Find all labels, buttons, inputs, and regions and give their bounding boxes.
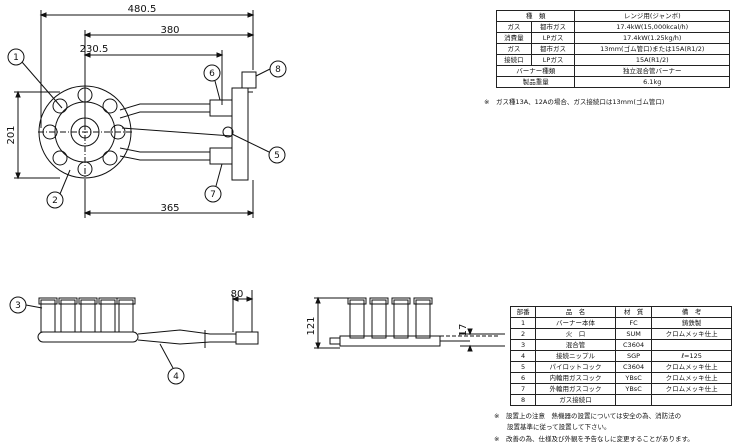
part-remarks [651,394,732,406]
part-no: 3 [509,339,537,351]
part-no: 8 [509,394,537,406]
spec-header-type: 種 類 [495,10,576,22]
part-name: 内輪用ガスコック [535,372,616,384]
dim-side-length: 80 [231,289,244,300]
spec-weight-label: 製品重量 [495,76,576,88]
part-material [614,394,653,406]
dim-height: 201 [6,125,17,144]
table-row: 5 パイロットコック C3604 クロムメッキ仕上 [509,361,732,373]
part-remarks: クロムメッキ仕上 [651,328,732,340]
balloon-8: 8 [275,65,281,75]
part-remarks: ℓ=125 [651,350,732,362]
part-name: 混合管 [535,339,616,351]
table-row: 2 火 口 SUM クロムメッキ仕上 [509,328,732,340]
spec-weight: 6.1kg [574,76,730,88]
part-remarks: 鋳鉄製 [651,317,732,329]
balloon-5: 5 [274,151,280,161]
parts-header-remarks: 備 考 [651,306,732,318]
part-name: 接続ニップル [535,350,616,362]
balloon-3: 3 [15,301,21,311]
note-installation-2: 設置基準に従って設置して下さい。 [494,423,611,431]
part-no: 1 [509,317,537,329]
part-name: ガス接続口 [535,394,616,406]
spec-sub: LPガス [530,54,576,66]
note-change: ※ 改善の為、仕様及び外観を予告なしに変更することがあります。 [494,435,694,443]
spec-value: 15A(R1/2) [574,54,730,66]
part-material: C3604 [614,361,653,373]
parts-header-material: 材 質 [614,306,653,318]
spec-sub: 都市ガス [530,21,576,33]
part-material: SUM [614,328,653,340]
spec-value: 13mm(ゴム管口)または15A(R1/2) [574,43,730,55]
part-no: 2 [509,328,537,340]
note-installation-1: ※ 設置上の注意 熱機器の設置については安全の為、消防法の [494,412,682,420]
spec-table: 種 類 レンジ用(ジャンボ) ガス 都市ガス 17.4kW(15,000kcal… [495,10,730,88]
side-view: 121 17 [306,296,505,352]
spec-header-value: レンジ用(ジャンボ) [574,10,730,22]
parts-header-no: 部番 [509,306,537,318]
part-material: YBsC [614,372,653,384]
balloon-6: 6 [209,69,215,79]
table-row: 4 接続ニップル SGP ℓ=125 [509,350,732,362]
parts-header-row: 部番 品 名 材 質 備 考 [509,306,732,318]
table-row: 6 内輪用ガスコック YBsC クロムメッキ仕上 [509,372,732,384]
part-name: 火 口 [535,328,616,340]
dim-side-height: 121 [306,316,317,335]
balloon-4: 4 [173,372,179,382]
spec-value: 17.4kW(1.25kg/h) [574,32,730,44]
part-material: SGP [614,350,653,362]
dim-burner-to-inlet: 380 [160,25,179,36]
spec-group: 接続口 [496,54,532,66]
part-remarks: クロムメッキ仕上 [651,383,732,395]
table-row: 7 外輪用ガスコック YBsC クロムメッキ仕上 [509,383,732,395]
part-name: パイロットコック [535,361,616,373]
top-view: 480.5 380 230.5 201 [6,4,257,185]
spec-burner-type-label: バーナー種類 [495,65,576,77]
table-row: 1 バーナー本体 FC 鋳鉄製 [509,317,732,329]
spec-value: 17.4kW(15,000kcal/h) [574,21,730,33]
part-material: C3604 [614,339,653,351]
balloon-7: 7 [210,190,216,200]
part-remarks: クロムメッキ仕上 [651,372,732,384]
part-no: 7 [509,383,537,395]
balloons-top: 1 2 6 8 5 7 [7,48,287,209]
part-name: バーナー本体 [535,317,616,329]
part-no: 6 [509,372,537,384]
part-material: YBsC [614,383,653,395]
spec-sub: 都市ガス [530,43,576,55]
dim-bottom: 365 [83,180,255,218]
dim-bottom-length: 365 [160,203,179,214]
front-view: 80 3 4 [9,289,259,385]
spec-note: ※ ガス種13A、12Aの場合、ガス接続口は13mm(ゴム管口) [484,98,665,106]
balloon-1: 1 [13,53,19,63]
spec-group: ガス [496,43,532,55]
parts-table: 部番 品 名 材 質 備 考 1 バーナー本体 FC 鋳鉄製 2 火 口 SUM… [509,306,732,406]
dim-to-cock: 230.5 [80,44,109,55]
part-no: 5 [509,361,537,373]
balloon-2: 2 [52,196,58,206]
part-name: 外輪用ガスコック [535,383,616,395]
spec-sub: LPガス [530,32,576,44]
part-remarks [651,339,732,351]
table-row: 3 混合管 C3604 [509,339,732,351]
parts-header-name: 品 名 [535,306,616,318]
spec-group: 消費量 [496,32,532,44]
spec-group: ガス [496,21,532,33]
part-no: 4 [509,350,537,362]
dim-nozzle: 17 [458,324,469,337]
part-material: FC [614,317,653,329]
dim-overall-length: 480.5 [128,4,157,15]
table-row: 8 ガス接続口 [509,394,732,406]
part-remarks: クロムメッキ仕上 [651,361,732,373]
spec-burner-type: 独立混合管バーナー [574,65,730,77]
